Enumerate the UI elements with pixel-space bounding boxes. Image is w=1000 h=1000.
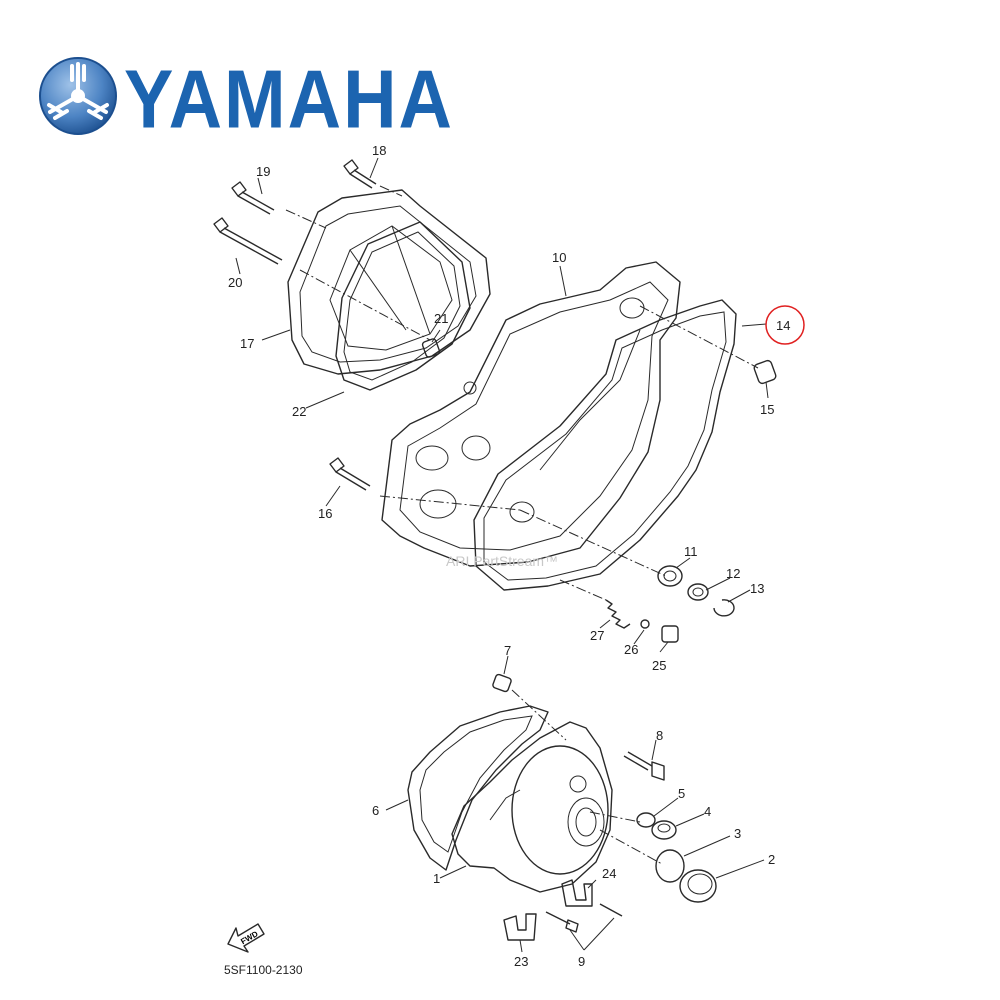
- alignment-lines: [285, 185, 759, 865]
- callout-labels: 1 2 3 4 5 6 7 8 9 10 11 12 13 14 15 16 1…: [228, 143, 805, 969]
- tuning-fork-emblem-icon: [39, 57, 117, 135]
- leader-lines: [235, 157, 769, 953]
- part-3-o-ring[interactable]: [655, 849, 685, 883]
- part-11-oil-seal[interactable]: [657, 565, 683, 587]
- callout-6: 6: [372, 803, 379, 818]
- part-1-crankcase-cover[interactable]: [451, 721, 613, 893]
- part-8-bolt[interactable]: [623, 751, 665, 781]
- part-27-spring[interactable]: [605, 599, 631, 629]
- callout-1: 1: [433, 871, 440, 886]
- callout-22: 22: [292, 404, 306, 419]
- part-9-bolt[interactable]: [545, 903, 623, 933]
- part-13-circlip[interactable]: [713, 599, 735, 617]
- callout-23: 23: [514, 954, 528, 969]
- fwd-label: FWD: [239, 929, 259, 946]
- part-7-dowel-pin[interactable]: [492, 673, 512, 693]
- callout-15: 15: [760, 402, 774, 417]
- callout-24: 24: [602, 866, 616, 881]
- part-24-clamp[interactable]: [561, 879, 593, 907]
- callout-11: 11: [684, 544, 698, 559]
- part-6-gasket[interactable]: [407, 705, 549, 871]
- part-19-bolt[interactable]: [231, 181, 275, 215]
- callout-16: 16: [318, 506, 332, 521]
- callout-3: 3: [734, 826, 741, 841]
- part-12-washer[interactable]: [687, 583, 709, 601]
- callout-21: 21: [434, 311, 448, 326]
- part-26-ball[interactable]: [640, 619, 650, 629]
- callout-2: 2: [768, 852, 775, 867]
- callout-13: 13: [750, 581, 764, 596]
- callout-14-highlight-ring: [765, 305, 805, 345]
- part-22-gasket[interactable]: [335, 221, 471, 391]
- callout-4: 4: [704, 804, 711, 819]
- callout-7: 7: [504, 643, 511, 658]
- part-14-gasket[interactable]: [473, 299, 737, 591]
- callout-8: 8: [656, 728, 663, 743]
- brand-wordmark: YAMAHA: [124, 52, 454, 146]
- callout-26: 26: [624, 642, 638, 657]
- callout-12: 12: [726, 566, 740, 581]
- part-18-bolt[interactable]: [343, 159, 377, 189]
- part-15-dowel-pin[interactable]: [753, 359, 777, 385]
- callout-19: 19: [256, 164, 270, 179]
- part-21-dowel-pin[interactable]: [421, 338, 441, 358]
- callout-10: 10: [552, 250, 566, 265]
- part-17-clutch-cover[interactable]: [287, 189, 491, 375]
- callout-9: 9: [578, 954, 585, 969]
- part-10-crankcase-cover[interactable]: [381, 261, 681, 567]
- part-23-clamp[interactable]: [503, 913, 537, 941]
- callout-25: 25: [652, 658, 666, 673]
- callout-20: 20: [228, 275, 242, 290]
- callout-17: 17: [240, 336, 254, 351]
- callout-14: 14: [776, 318, 790, 333]
- part-2-plug[interactable]: [679, 869, 717, 903]
- part-25-plug[interactable]: [661, 625, 679, 643]
- forward-direction-arrow: FWD: [227, 923, 265, 953]
- callout-27: 27: [590, 628, 604, 643]
- callout-5: 5: [678, 786, 685, 801]
- diagram-code: 5SF1100-2130: [224, 963, 303, 977]
- part-20-bolt[interactable]: [213, 217, 283, 265]
- part-5-o-ring[interactable]: [636, 812, 656, 828]
- part-4-plug[interactable]: [651, 820, 677, 840]
- callout-18: 18: [372, 143, 386, 158]
- brand-logo: YAMAHA: [38, 50, 452, 145]
- part-16-bolt[interactable]: [329, 457, 371, 491]
- watermark: ARI PartStream™: [446, 553, 559, 569]
